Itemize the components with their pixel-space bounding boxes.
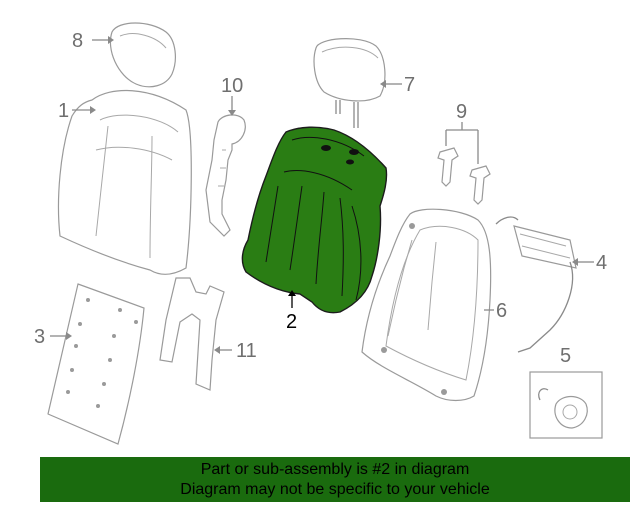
callout-3: 3 [34,326,45,348]
footer-line-2: Diagram may not be specific to your vehi… [180,481,490,498]
part-8-headrest-cover [109,22,176,88]
part-2-pad-body[interactable] [241,126,388,314]
callout-9: 9 [456,101,467,123]
part-9-headrest-guides [437,147,491,205]
callout-6: 6 [496,300,507,322]
part-10-bracket [205,114,246,237]
footer-banner: Part or sub-assembly is #2 in diagram Di… [40,457,630,502]
callout-7: 7 [404,74,415,96]
callout-4: 4 [596,252,607,274]
part-5-inset [529,371,603,439]
part-3-back-panel [47,283,145,445]
callout-11: 11 [236,340,257,362]
callout-8: 8 [72,30,83,52]
callout-1: 1 [58,100,69,122]
footer-line-1: Part or sub-assembly is #2 in diagram [200,461,470,478]
part-7-headrest [313,38,386,128]
part-6-seat-frame [361,208,492,402]
callout-10: 10 [221,75,243,97]
callout-2[interactable]: 2 [286,311,297,333]
part-1-seat-back-cover [57,89,192,275]
part-11-side-trim [159,277,225,391]
callout-5: 5 [560,345,571,367]
part-4-lumbar-module [495,216,577,353]
parts-diagram: 8 1 10 7 9 4 6 5 11 3 2 [34,22,607,445]
leader-lines [50,36,594,354]
part-2-seat-back-pad[interactable] [241,126,388,314]
